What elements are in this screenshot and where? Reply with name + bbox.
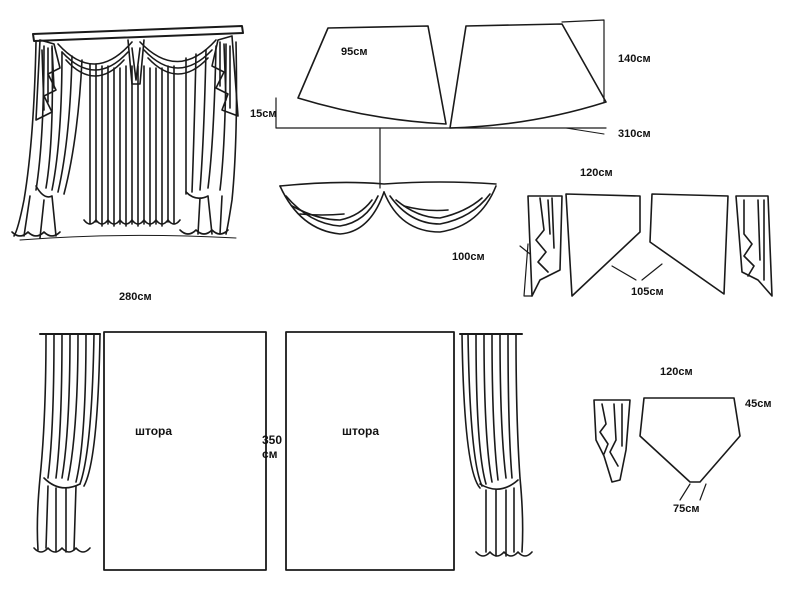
small-pelmet-pattern <box>593 397 741 501</box>
label-panel-right: штора <box>342 424 380 438</box>
label-swag-drop: 15см <box>250 108 277 120</box>
label-jabot-length: 100см <box>452 251 485 263</box>
label-small-height: 45см <box>745 398 772 410</box>
label-curtain-height-unit: см <box>262 447 278 461</box>
label-small-point: 75см <box>673 503 700 515</box>
label-swag-total: 310см <box>618 128 651 140</box>
label-curtain-height-number: 350 <box>262 433 283 447</box>
jabot-pattern <box>519 193 773 297</box>
swag-pattern <box>275 19 607 235</box>
label-swag-width: 95см <box>341 46 368 58</box>
label-panel-left: штора <box>135 424 173 438</box>
label-jabot-point: 105см <box>631 286 664 298</box>
label-small-width: 120см <box>660 366 693 378</box>
label-jabot-width: 120см <box>580 167 613 179</box>
label-curtain-total-width: 280см <box>119 291 152 303</box>
curtain-illustration <box>11 25 244 241</box>
panel-pattern <box>33 331 533 571</box>
label-swag-height: 140см <box>618 53 651 65</box>
